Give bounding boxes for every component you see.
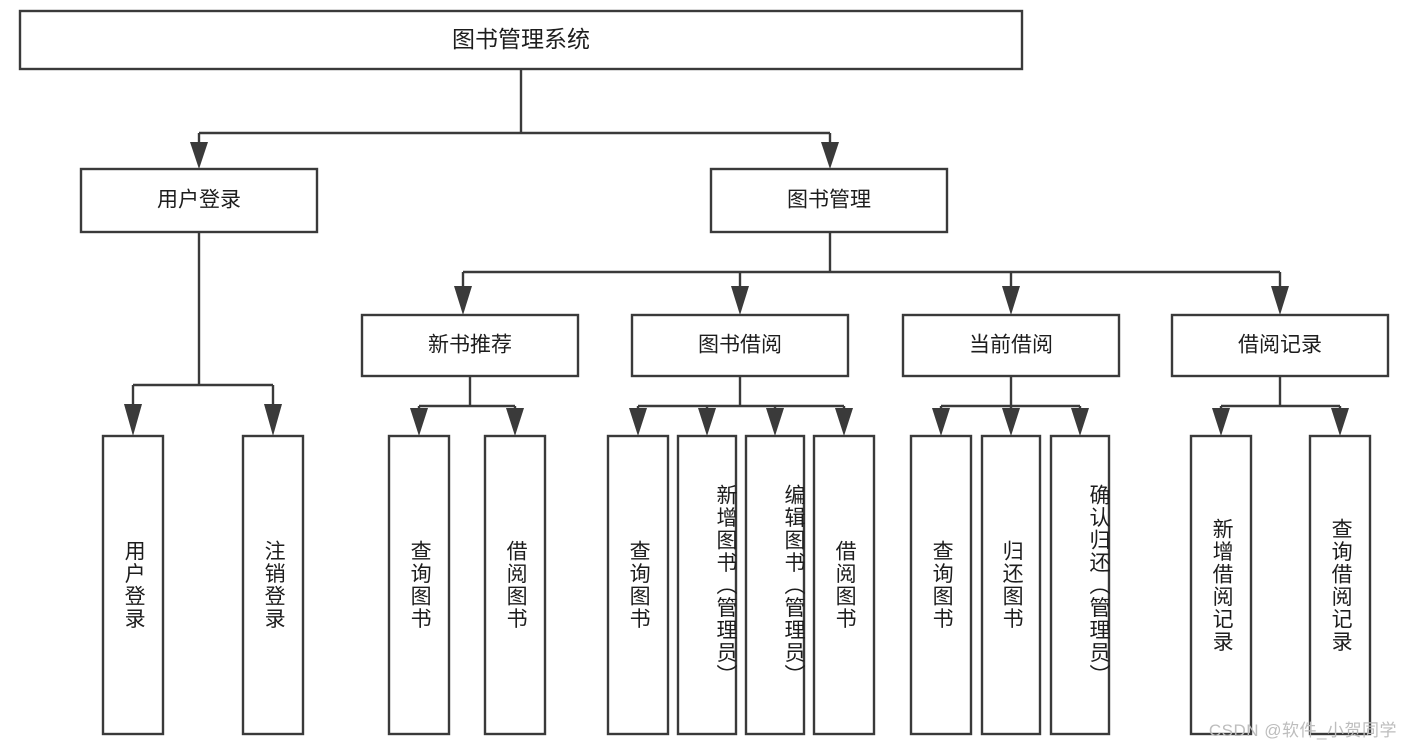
node-new-book-recommend-box[interactable] xyxy=(360,313,580,378)
arrowhead-br-leaf-2 xyxy=(1331,408,1349,436)
arrowhead-leaf-user-login xyxy=(124,404,142,436)
node-borrow-record-box[interactable] xyxy=(1170,313,1390,378)
node-current-borrow[interactable]: 当前借阅 xyxy=(901,313,1121,378)
connector-group-user-login xyxy=(124,232,282,436)
csdn-watermark: CSDN @软件_小贺同学 xyxy=(1208,721,1397,740)
leaf-box-cb-confirm-return[interactable] xyxy=(1049,434,1111,736)
arrowhead-nbr-leaf-2 xyxy=(506,408,524,436)
arrowhead-cb-leaf-2 xyxy=(1002,408,1020,436)
arrowhead-book-borrow xyxy=(731,286,749,315)
node-book-borrow[interactable]: 图书借阅 xyxy=(630,313,850,378)
node-root-box[interactable] xyxy=(18,9,1024,71)
arrowhead-bb-leaf-2 xyxy=(698,408,716,436)
arrowhead-bb-leaf-4 xyxy=(835,408,853,436)
leaf-box-cb-return-book[interactable] xyxy=(980,434,1042,736)
leaf-box-nbr-query-book[interactable] xyxy=(387,434,451,736)
connector-group-borrow-record xyxy=(1212,376,1349,436)
node-borrow-record[interactable]: 借阅记录 xyxy=(1170,313,1390,378)
connector-group-current-borrow xyxy=(932,376,1089,436)
leaf-box-cb-query-book[interactable] xyxy=(909,434,973,736)
arrowhead-bb-leaf-3 xyxy=(766,408,784,436)
arrowhead-borrow-record xyxy=(1271,286,1289,315)
node-user-login-box[interactable] xyxy=(79,167,319,234)
connector-group-root xyxy=(190,69,839,169)
node-new-book-recommend[interactable]: 新书推荐 xyxy=(360,313,580,378)
node-book-management[interactable]: 图书管理 xyxy=(709,167,949,234)
node-user-login[interactable]: 用户登录 xyxy=(79,167,319,234)
arrowhead-book-mgmt xyxy=(821,142,839,169)
arrowhead-nbr-leaf-1 xyxy=(410,408,428,436)
arrowhead-current-borrow xyxy=(1002,286,1020,315)
arrowhead-bb-leaf-1 xyxy=(629,408,647,436)
leaf-box-bb-query-book[interactable] xyxy=(606,434,670,736)
node-new-book-recommend-label: 新书推荐 xyxy=(428,334,512,357)
leaf-box-br-query-record[interactable] xyxy=(1308,434,1372,736)
connector-group-book-borrow xyxy=(629,376,853,436)
leaf-box-nbr-borrow-book[interactable] xyxy=(483,434,547,736)
leaf-box-br-add-record[interactable] xyxy=(1189,434,1253,736)
arrowhead-br-leaf-1 xyxy=(1212,408,1230,436)
node-book-management-label: 图书管理 xyxy=(787,189,871,212)
node-root[interactable]: 图书管理系统 xyxy=(18,9,1024,71)
arrowhead-leaf-logout xyxy=(264,404,282,436)
node-current-borrow-label: 当前借阅 xyxy=(969,334,1053,357)
arrowhead-new-book-recommend xyxy=(454,286,472,315)
node-user-login-label: 用户登录 xyxy=(157,189,241,212)
leaf-box-bb-edit-book[interactable] xyxy=(744,434,806,736)
node-current-borrow-box[interactable] xyxy=(901,313,1121,378)
arrowhead-cb-leaf-1 xyxy=(932,408,950,436)
leaf-box-logout[interactable] xyxy=(241,434,305,736)
arrowhead-user-login xyxy=(190,142,208,169)
node-root-label: 图书管理系统 xyxy=(452,26,590,52)
leaf-box-bb-borrow-book[interactable] xyxy=(812,434,876,736)
leaf-box-bb-add-book[interactable] xyxy=(676,434,738,736)
node-book-management-box[interactable] xyxy=(709,167,949,234)
node-borrow-record-label: 借阅记录 xyxy=(1238,334,1322,357)
node-book-borrow-box[interactable] xyxy=(630,313,850,378)
connector-group-new-book-recommend xyxy=(410,376,524,436)
node-book-borrow-label: 图书借阅 xyxy=(698,334,782,357)
arrowhead-cb-leaf-3 xyxy=(1071,408,1089,436)
connector-group-book-mgmt xyxy=(454,232,1289,315)
leaf-box-user-login[interactable] xyxy=(101,434,165,736)
